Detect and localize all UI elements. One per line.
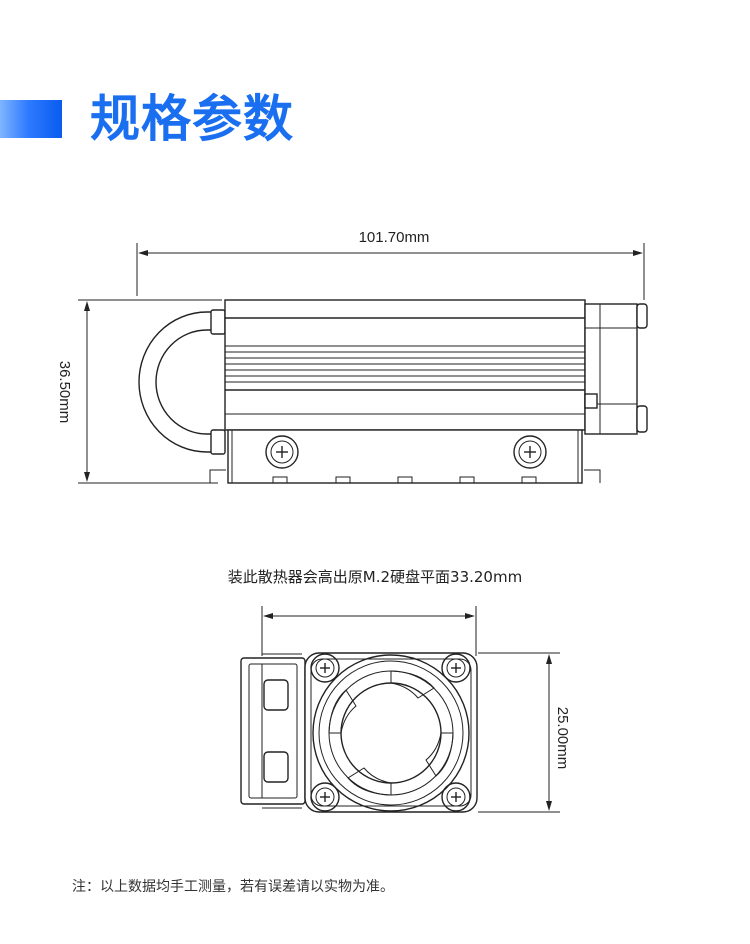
- fan-hub: [340, 682, 442, 784]
- screw-icon: [513, 435, 547, 469]
- height-caption: 装此散热器会高出原M.2硬盘平面33.20mm: [227, 568, 523, 586]
- end-view-drawing: 25.00mm: [240, 606, 571, 813]
- page-title: 规格参数: [90, 90, 294, 148]
- fan-blades: [328, 670, 454, 796]
- end-block: [584, 303, 638, 435]
- screw-icon: [441, 653, 471, 683]
- screw-icon: [441, 782, 471, 812]
- height-label-end: 25.00mm: [554, 707, 571, 770]
- height-dimension-side: 36.50mm: [56, 299, 222, 484]
- heatsink-body: [224, 299, 586, 431]
- width-dimension-end: [261, 606, 477, 656]
- height-dimension-end: 25.00mm: [478, 652, 571, 813]
- screw-icon: [265, 435, 299, 469]
- footnote: 注：以上数据均手工测量，若有误差请以实物为准。: [72, 879, 394, 895]
- side-view-drawing: 101.70mm 36.50mm: [56, 229, 648, 484]
- base-plate: [227, 429, 583, 484]
- height-label-side: 36.50mm: [56, 361, 73, 424]
- length-dimension: 101.70mm: [136, 229, 645, 300]
- screw-icon: [310, 653, 340, 683]
- screw-icon: [310, 782, 340, 812]
- title-accent-bar: [0, 100, 62, 138]
- length-label: 101.70mm: [359, 229, 430, 246]
